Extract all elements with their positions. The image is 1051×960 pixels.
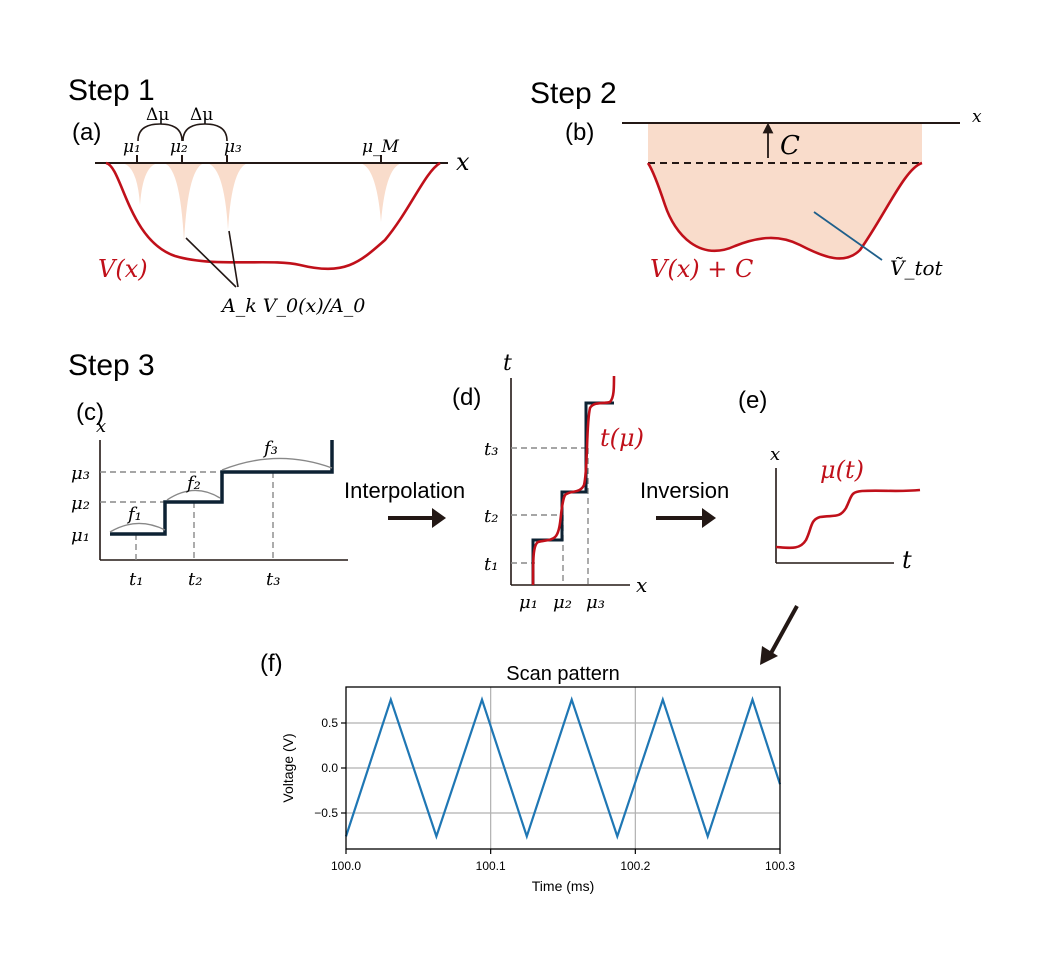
y-tick-label: 0.0 <box>321 761 338 775</box>
c-label-t2: t₂ <box>188 569 202 590</box>
label-f2: f₂ <box>185 473 201 494</box>
panel-b-x-label: x <box>972 107 982 127</box>
t-of-mu-label: t(μ) <box>600 424 644 452</box>
panel-e-label: (e) <box>738 387 767 414</box>
label-mu2: μ₂ <box>170 137 188 157</box>
panel-d-label: (d) <box>452 384 481 411</box>
interpolation-label: Interpolation <box>344 478 465 503</box>
total-callout-line <box>813 211 883 261</box>
shift-label: C <box>780 131 800 161</box>
inversion-arrow-head <box>702 508 716 528</box>
c-label-t1: t₁ <box>129 569 143 590</box>
x-tick-label: 100.1 <box>476 859 506 873</box>
weight-label: A_k V_0(x)/A_0 <box>220 295 365 317</box>
panel-f: (f) Scan pattern 100.0 100.1 100.2 100.3 0.5… <box>260 650 795 894</box>
x-tick-label: 100.2 <box>620 859 650 873</box>
arc-f1 <box>109 522 166 533</box>
panel-b-label: (b) <box>565 119 594 146</box>
label-muM: μ_M <box>362 137 400 157</box>
e-to-f-arrow-head <box>760 646 778 665</box>
label-mu3: μ₃ <box>224 137 242 157</box>
x-tick-label: 100.0 <box>331 859 361 873</box>
panel-d-x-label: x <box>636 573 647 597</box>
panel-a: (a) x μ₁ μ₂ μ₃ μ_M Δμ Δμ V(x) A_k V_0(x)… <box>72 105 470 317</box>
inversion-label: Inversion <box>640 478 729 503</box>
potential-label-a: V(x) <box>98 255 148 283</box>
potential-curve-a <box>105 161 441 271</box>
d-label-t1: t₁ <box>484 554 498 575</box>
arc-f2 <box>166 489 221 501</box>
delta-mu-label-1: Δμ <box>146 105 169 125</box>
y-tick-label: 0.5 <box>321 716 338 730</box>
panel-f-label: (f) <box>260 650 283 677</box>
c-label-mu2: μ₂ <box>71 493 90 514</box>
chart-ticks: 100.0 100.1 100.2 100.3 0.5 0.0 −0.5 <box>314 716 795 873</box>
total-label: Ṽ_tot <box>890 256 944 280</box>
gaussian-fill-1 <box>120 163 160 205</box>
mu-of-t-curve <box>775 488 921 550</box>
c-label-t3: t₃ <box>266 569 280 590</box>
panel-c-label: (c) <box>76 399 104 426</box>
callout-line-2 <box>228 230 239 288</box>
label-mu1: μ₁ <box>123 137 141 157</box>
chart-grid <box>346 687 780 849</box>
c-label-mu1: μ₁ <box>71 525 90 546</box>
delta-mu-label-2: Δμ <box>190 105 213 125</box>
panel-a-x-label: x <box>456 148 470 176</box>
panel-d: (d) t x t(μ) t₃ t₂ t₁ μ₁ μ₂ μ₃ <box>452 351 647 613</box>
potential-curve-b <box>646 161 923 260</box>
delta-mu-bracket-1 <box>137 123 183 142</box>
d-label-mu1: μ₁ <box>519 592 538 613</box>
mu-of-t-label: μ(t) <box>820 456 864 484</box>
total-potential-fill <box>648 123 922 259</box>
gaussian-fill-2 <box>162 163 206 242</box>
t-of-mu-curve <box>531 375 616 586</box>
arc-f3 <box>221 457 333 471</box>
panel-e-x-label: x <box>770 444 780 465</box>
interpolation-arrow-head <box>432 508 446 528</box>
panel-e: (e) x t μ(t) <box>738 387 921 574</box>
x-tick-label: 100.3 <box>765 859 795 873</box>
panel-c-x-label: x <box>96 416 106 437</box>
y-tick-label: −0.5 <box>314 806 338 820</box>
d-label-t2: t₂ <box>484 506 498 527</box>
d-label-mu2: μ₂ <box>553 592 572 613</box>
step2-label: Step 2 <box>530 77 617 110</box>
d-label-mu3: μ₃ <box>586 592 605 613</box>
label-f1: f₁ <box>126 504 142 525</box>
series-line <box>344 696 782 840</box>
panel-a-label: (a) <box>72 119 101 146</box>
step3-label: Step 3 <box>68 349 155 382</box>
step1-label: Step 1 <box>68 74 155 107</box>
chart-x-label: Time (ms) <box>532 878 594 894</box>
panel-e-t-label: t <box>902 546 912 574</box>
d-staircase <box>531 401 614 585</box>
panel-d-t-label: t <box>503 351 512 376</box>
gaussian-fill-M <box>358 163 404 222</box>
c-label-mu3: μ₃ <box>71 463 90 484</box>
staircase <box>110 440 334 536</box>
callout-line-1 <box>185 237 237 288</box>
chart-title: Scan pattern <box>506 663 619 685</box>
panel-b: (b) x C V(x) + C Ṽ_tot <box>565 107 982 283</box>
potential-label-b: V(x) + C <box>650 255 753 283</box>
label-f3: f₃ <box>262 438 278 459</box>
gaussian-fill-3 <box>205 163 250 230</box>
delta-mu-bracket-2 <box>182 123 228 142</box>
chart-y-label: Voltage (V) <box>280 733 296 802</box>
d-label-t3: t₃ <box>484 439 498 460</box>
e-to-f-arrow-shaft <box>768 605 799 656</box>
panel-c: (c) x f₁ f₂ f₃ μ₁ μ₂ μ₃ t₁ t₂ t₃ <box>71 399 348 590</box>
